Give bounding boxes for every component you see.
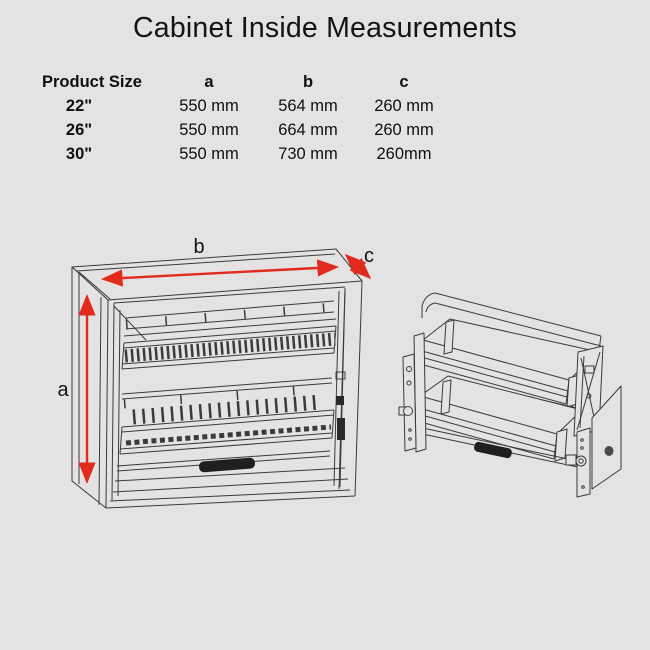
lower-back-rail <box>121 377 333 409</box>
value-c-cell: 260 mm <box>374 97 434 115</box>
rack-mounting-plate <box>565 385 622 498</box>
col-header-b: b <box>302 73 314 91</box>
col-header-a: a <box>204 73 214 91</box>
upper-basket <box>121 318 337 370</box>
rack-left-bracket <box>398 332 427 453</box>
value-c-cell: 260 mm <box>374 121 434 139</box>
cabinet-right-edge <box>354 280 363 497</box>
cabinet-bottom-edge <box>105 495 356 509</box>
dimension-arrows <box>78 253 372 485</box>
col-header-c: c <box>399 73 409 91</box>
rack-diagram <box>398 292 622 498</box>
dimension-label-b: b <box>193 236 204 258</box>
bottom-rails <box>112 450 349 493</box>
dimension-arrow-b <box>100 259 340 287</box>
value-a-cell: 550 mm <box>179 121 239 139</box>
dimension-label-a: a <box>57 379 69 401</box>
rack-handle-grip <box>474 441 512 459</box>
product-size-cell: 26" <box>65 121 93 139</box>
product-size-cell: 30" <box>65 145 93 163</box>
value-a-cell: 550 mm <box>179 145 239 163</box>
page-title: Cabinet Inside Measurements <box>132 12 517 44</box>
right-lift-mechanism <box>333 289 346 488</box>
dimension-label-c: c <box>364 245 374 267</box>
cabinet-diagram <box>71 248 363 509</box>
value-b-cell: 730 mm <box>278 145 338 163</box>
cabinet-handle <box>199 457 255 473</box>
value-b-cell: 564 mm <box>278 97 338 115</box>
value-a-cell: 550 mm <box>179 97 239 115</box>
measurement-table: Product Size a b c 22" 550 mm 564 mm 260… <box>40 70 452 166</box>
value-b-cell: 664 mm <box>278 121 338 139</box>
cabinet-left-panel <box>71 266 109 509</box>
rack-lower-tier <box>416 375 583 462</box>
product-size-cell: 22" <box>65 97 93 115</box>
dimension-arrow-c <box>344 253 372 280</box>
rack-back-rail <box>421 292 602 351</box>
lower-basket <box>119 394 335 455</box>
cabinet-top-face <box>71 248 363 301</box>
dimension-labels: a b c <box>57 236 374 401</box>
value-c-cell: 260mm <box>376 145 432 163</box>
col-header-product-size: Product Size <box>42 73 142 91</box>
